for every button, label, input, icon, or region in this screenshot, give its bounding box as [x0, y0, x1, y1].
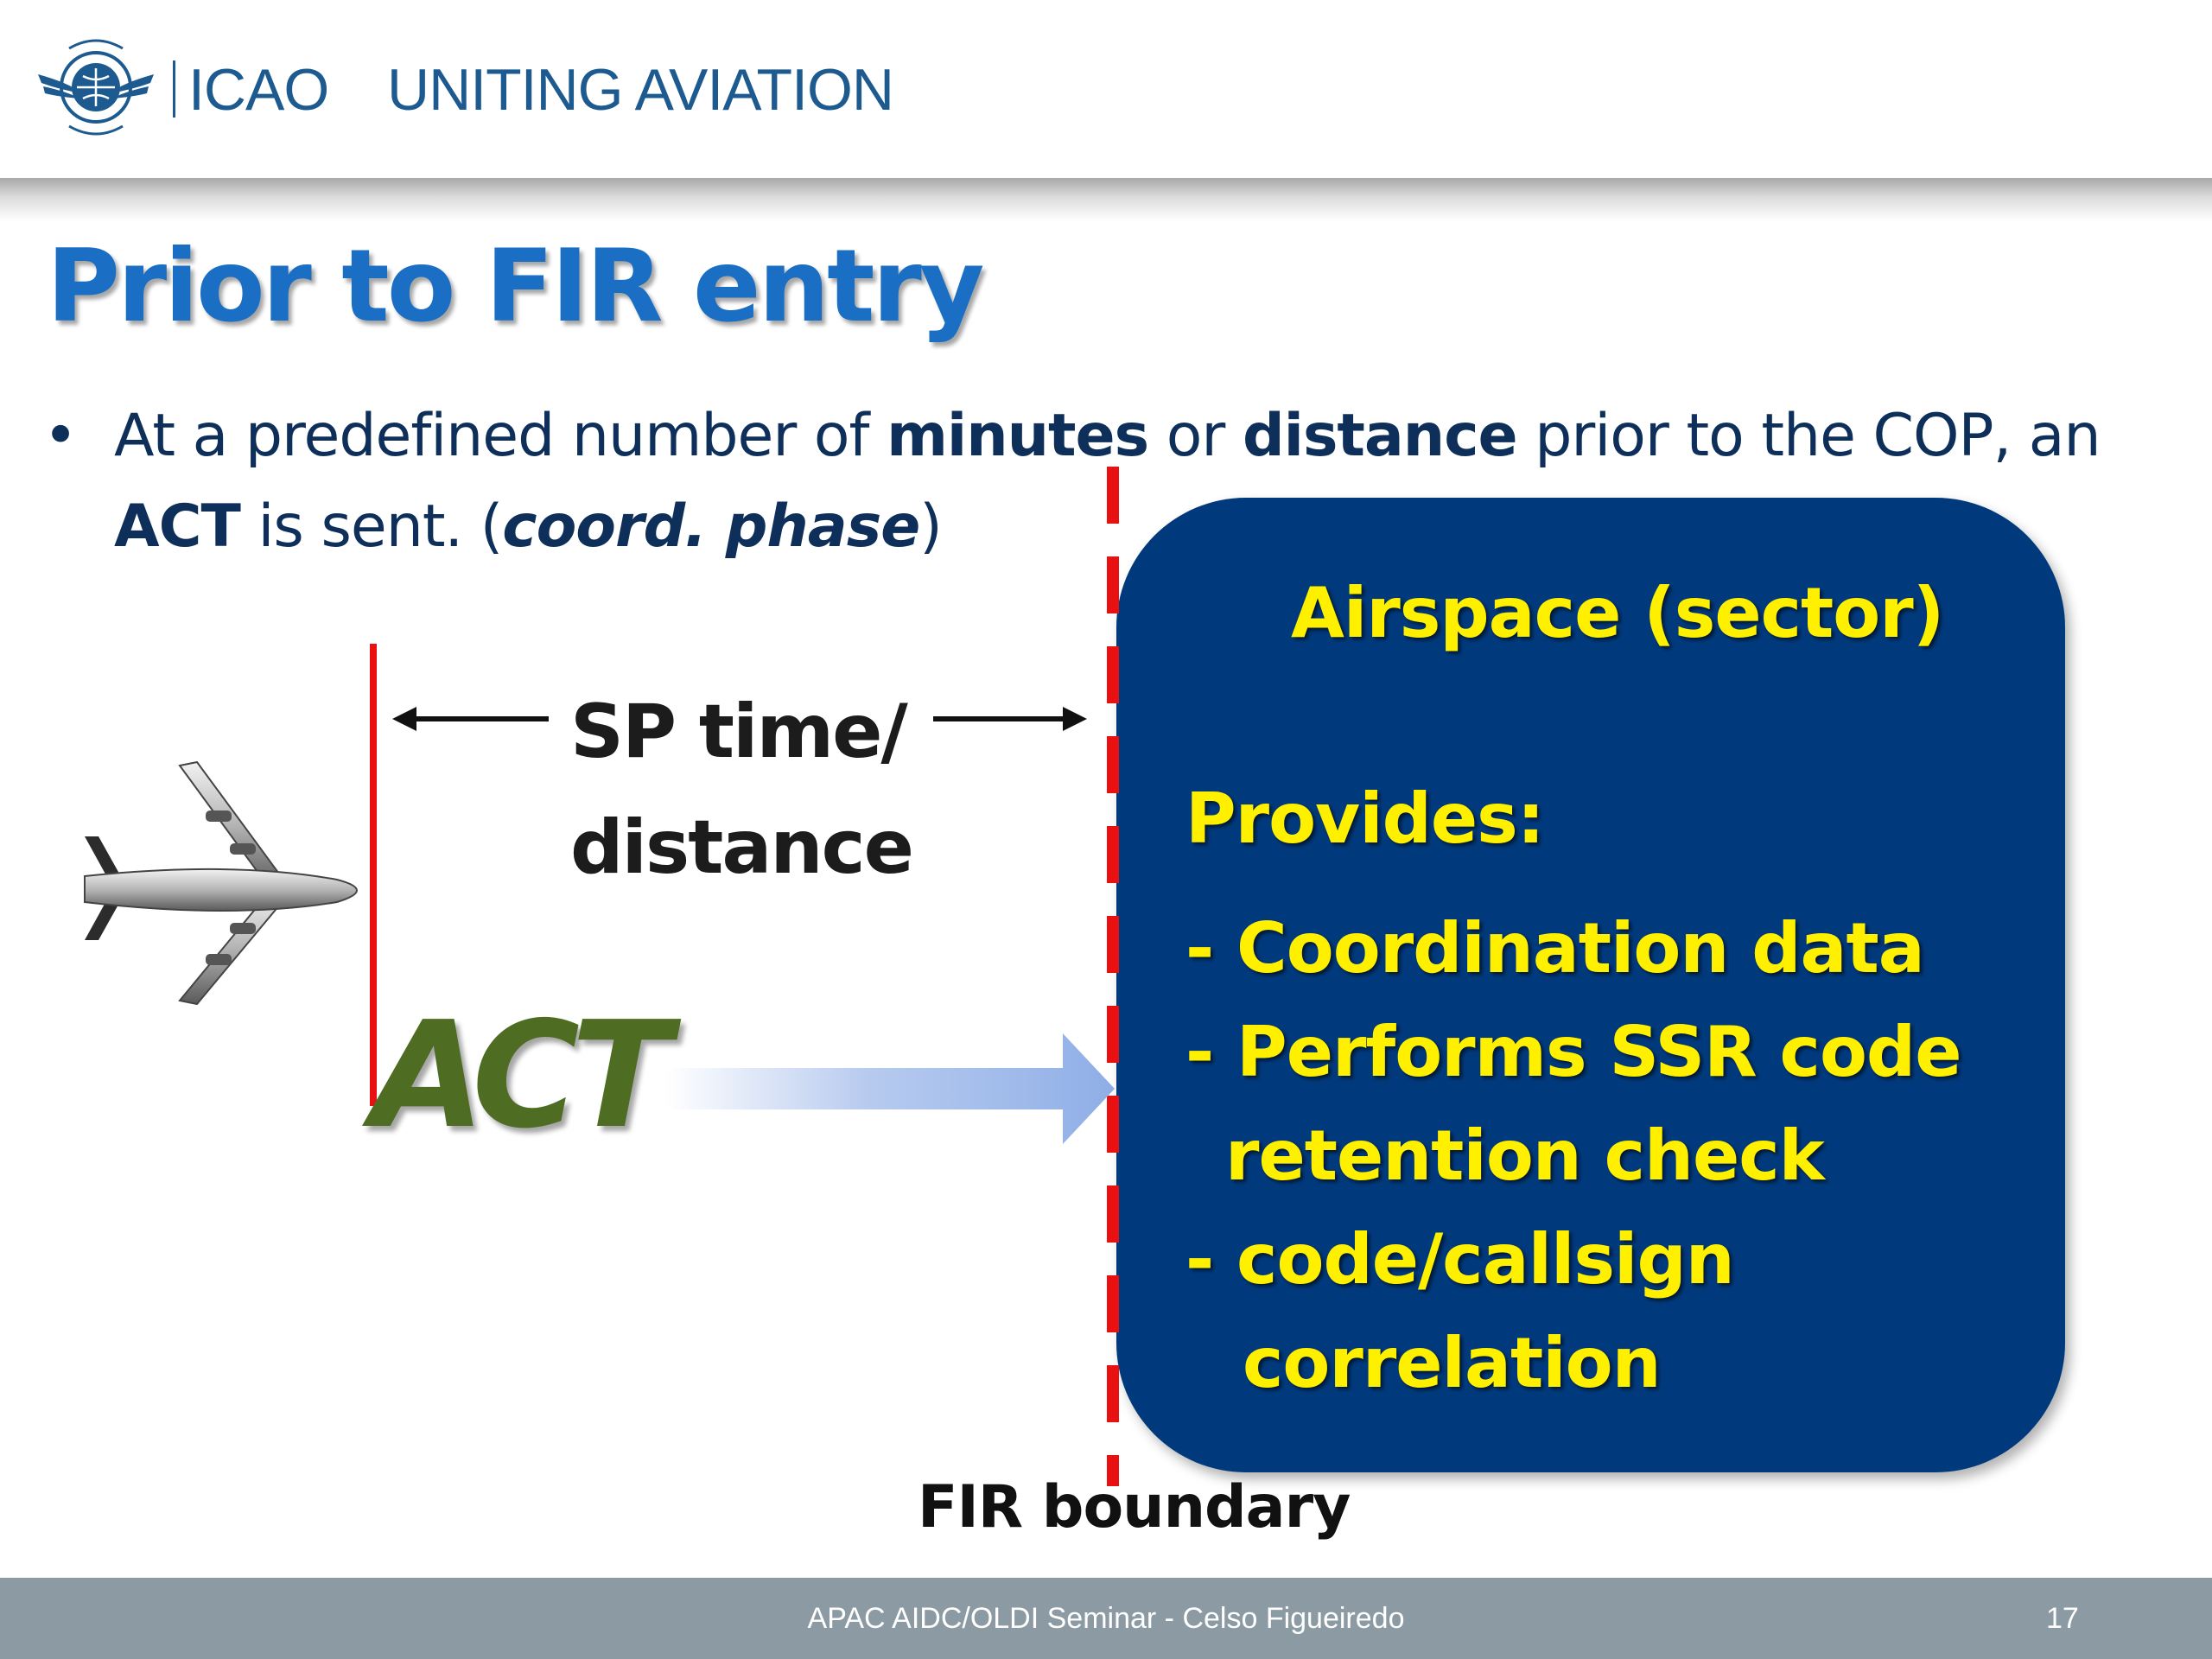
sector-box-item: retention check — [1225, 1116, 1825, 1196]
brand-tagline: UNITING AVIATION — [387, 57, 894, 123]
fir-boundary-line — [1107, 467, 1119, 1486]
slide-header: ICAO UNITING AVIATION — [0, 0, 2212, 181]
slide-footer: APAC AIDC/OLDI Seminar - Celso Figueired… — [0, 1578, 2212, 1659]
bullet-text-part: prior to the COP, an — [1516, 402, 2101, 470]
bullet-bold-act: ACT — [114, 493, 241, 561]
airspace-sector-box: Airspace (sector) Provides: - Coordinati… — [1116, 498, 2065, 1472]
page-number: 17 — [2046, 1602, 2079, 1635]
bullet-text-part: is sent. ( — [239, 493, 504, 561]
bullet-text: At a predefined number of minutes or dis… — [114, 391, 2188, 572]
sector-box-title: Airspace (sector) — [1291, 573, 1944, 653]
brand-name: ICAO — [188, 57, 329, 123]
airplane-icon — [84, 760, 358, 1006]
act-message-arrow — [665, 1033, 1115, 1144]
bullet-text-part: or — [1148, 402, 1243, 470]
sector-box-item: correlation — [1243, 1323, 1662, 1403]
sp-label-line: SP time/ — [570, 689, 908, 775]
footer-text: APAC AIDC/OLDI Seminar - Celso Figueired… — [807, 1602, 1405, 1635]
sp-label-line: distance — [570, 804, 914, 891]
brand-divider — [173, 60, 175, 118]
sector-box-item: - Coordination data — [1185, 908, 1925, 988]
icao-emblem-icon — [38, 39, 154, 136]
bullet-text-part: ) — [919, 493, 943, 561]
fir-boundary-label: FIR boundary — [918, 1473, 1351, 1541]
bullet-text-part: At a predefined number of — [114, 402, 887, 470]
act-message-label: ACT — [372, 990, 671, 1161]
bullet-bold-distance: distance — [1242, 402, 1518, 470]
sector-box-item: - Performs SSR code — [1185, 1012, 1961, 1092]
sp-distance-arrows — [392, 707, 1087, 731]
sector-box-provides: Provides: — [1185, 779, 1545, 859]
sector-box-item: - code/callsign — [1185, 1219, 1735, 1300]
arrow-right-icon — [1063, 707, 1087, 731]
sp-reference-line — [370, 644, 377, 1106]
bullet-mark: • — [43, 402, 78, 470]
sp-time-distance-label: SP time/ distance — [570, 674, 914, 906]
bullet-coord-phase: coord. phase — [502, 493, 920, 561]
arrow-left-icon — [392, 707, 416, 731]
bullet-bold-minutes: minutes — [887, 402, 1149, 470]
slide-title: Prior to FIR entry — [47, 228, 984, 345]
header-shadow-band — [0, 178, 2212, 221]
